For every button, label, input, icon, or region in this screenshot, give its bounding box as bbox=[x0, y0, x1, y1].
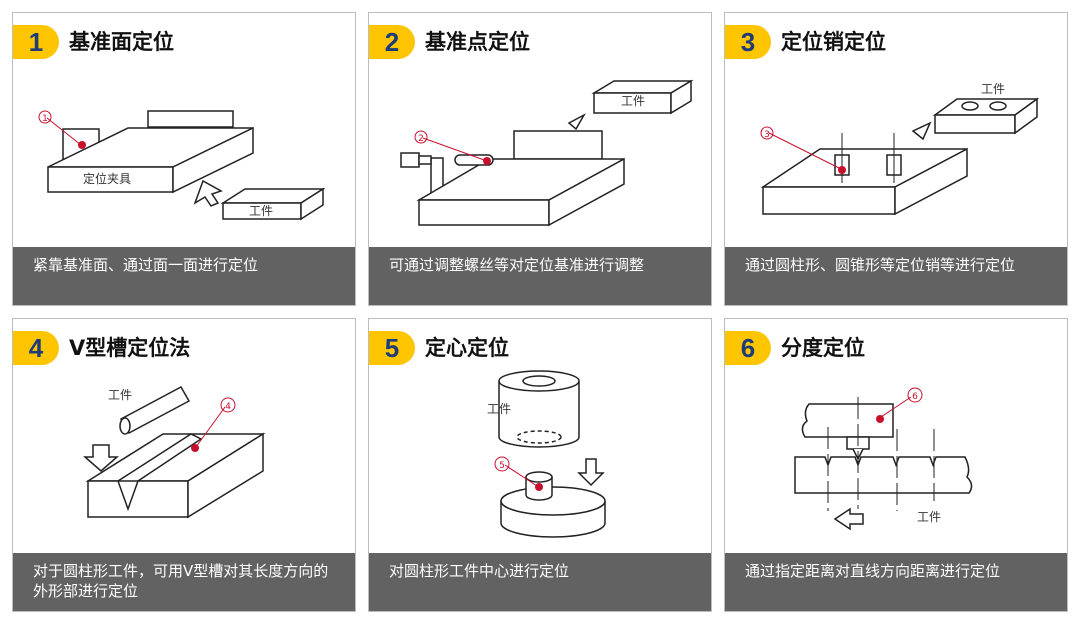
work-label: 工件 bbox=[981, 82, 1005, 96]
card-caption: 可通过调整螺丝等对定位基准进行调整 bbox=[369, 247, 711, 305]
step-badge: 5 bbox=[369, 331, 415, 365]
locating-pin-illustration: 工件 3 bbox=[760, 82, 1040, 216]
step-badge: 2 bbox=[369, 25, 415, 59]
reference-surface-illustration: 定位夹具 工件 1 bbox=[38, 110, 326, 221]
card-caption: 通过指定距离对直线方向距离进行定位 bbox=[725, 553, 1067, 611]
marker-number: 4 bbox=[225, 402, 231, 412]
card-caption: 紧靠基准面、通过面一面进行定位 bbox=[13, 247, 355, 305]
step-badge: 6 bbox=[725, 331, 771, 365]
centering-illustration: 工件 5 bbox=[487, 370, 606, 538]
card-title: 基准点定位 bbox=[425, 30, 530, 54]
fixture-label: 定位夹具 bbox=[83, 171, 131, 186]
card-caption: 通过圆柱形、圆锥形等定位销等进行定位 bbox=[725, 247, 1067, 305]
step-badge: 3 bbox=[725, 25, 771, 59]
work-label: 工件 bbox=[108, 388, 132, 402]
card-2: 2 基准点定位 工件 2 可通过调整螺丝等对定位基准进行调整 bbox=[368, 12, 712, 306]
card-5: 5 定心定位 工件 5 对圆柱形工件中心进行定位 bbox=[368, 318, 712, 612]
card-title: 基准面定位 bbox=[69, 30, 174, 54]
card-title: 定位销定位 bbox=[781, 30, 886, 54]
marker-number: 2 bbox=[418, 134, 424, 144]
card-title: 定心定位 bbox=[425, 336, 509, 360]
work-label: 工件 bbox=[621, 94, 645, 108]
card-caption: 对于圆柱形工件，可用V型槽对其长度方向的外形部进行定位 bbox=[13, 553, 355, 611]
work-label: 工件 bbox=[917, 510, 941, 524]
marker-number: 6 bbox=[912, 392, 918, 402]
card-3: 3 定位销定位 工件 3 通过圆柱形、圆锥形等定位销等进行定位 bbox=[724, 12, 1068, 306]
card-4: 4 V型槽定位法 工件 4 对于圆柱形工件，可用V型槽对其长度方向的外形部进行定… bbox=[12, 318, 356, 612]
indexing-illustration: 工件 6 bbox=[794, 387, 973, 531]
reference-point-illustration: 工件 2 bbox=[400, 79, 694, 227]
card-title: V型槽定位法 bbox=[69, 336, 191, 360]
card-title: 分度定位 bbox=[781, 336, 865, 360]
card-caption: 对圆柱形工件中心进行定位 bbox=[369, 553, 711, 611]
marker-number: 5 bbox=[499, 461, 505, 471]
work-label: 工件 bbox=[249, 204, 273, 218]
step-badge: 4 bbox=[13, 331, 59, 365]
work-label: 工件 bbox=[487, 402, 511, 416]
card-1: 1 基准面定位 定位夹具 工件 1 紧靠基准面、通过面一面进行定位 bbox=[12, 12, 356, 306]
step-badge: 1 bbox=[13, 25, 59, 59]
marker-number: 1 bbox=[42, 114, 48, 124]
card-6: 6 分度定位 工件 6 通过指定距离对直线方向距离进行定位 bbox=[724, 318, 1068, 612]
v-groove-illustration: 工件 4 bbox=[83, 385, 266, 519]
marker-number: 3 bbox=[764, 130, 770, 140]
